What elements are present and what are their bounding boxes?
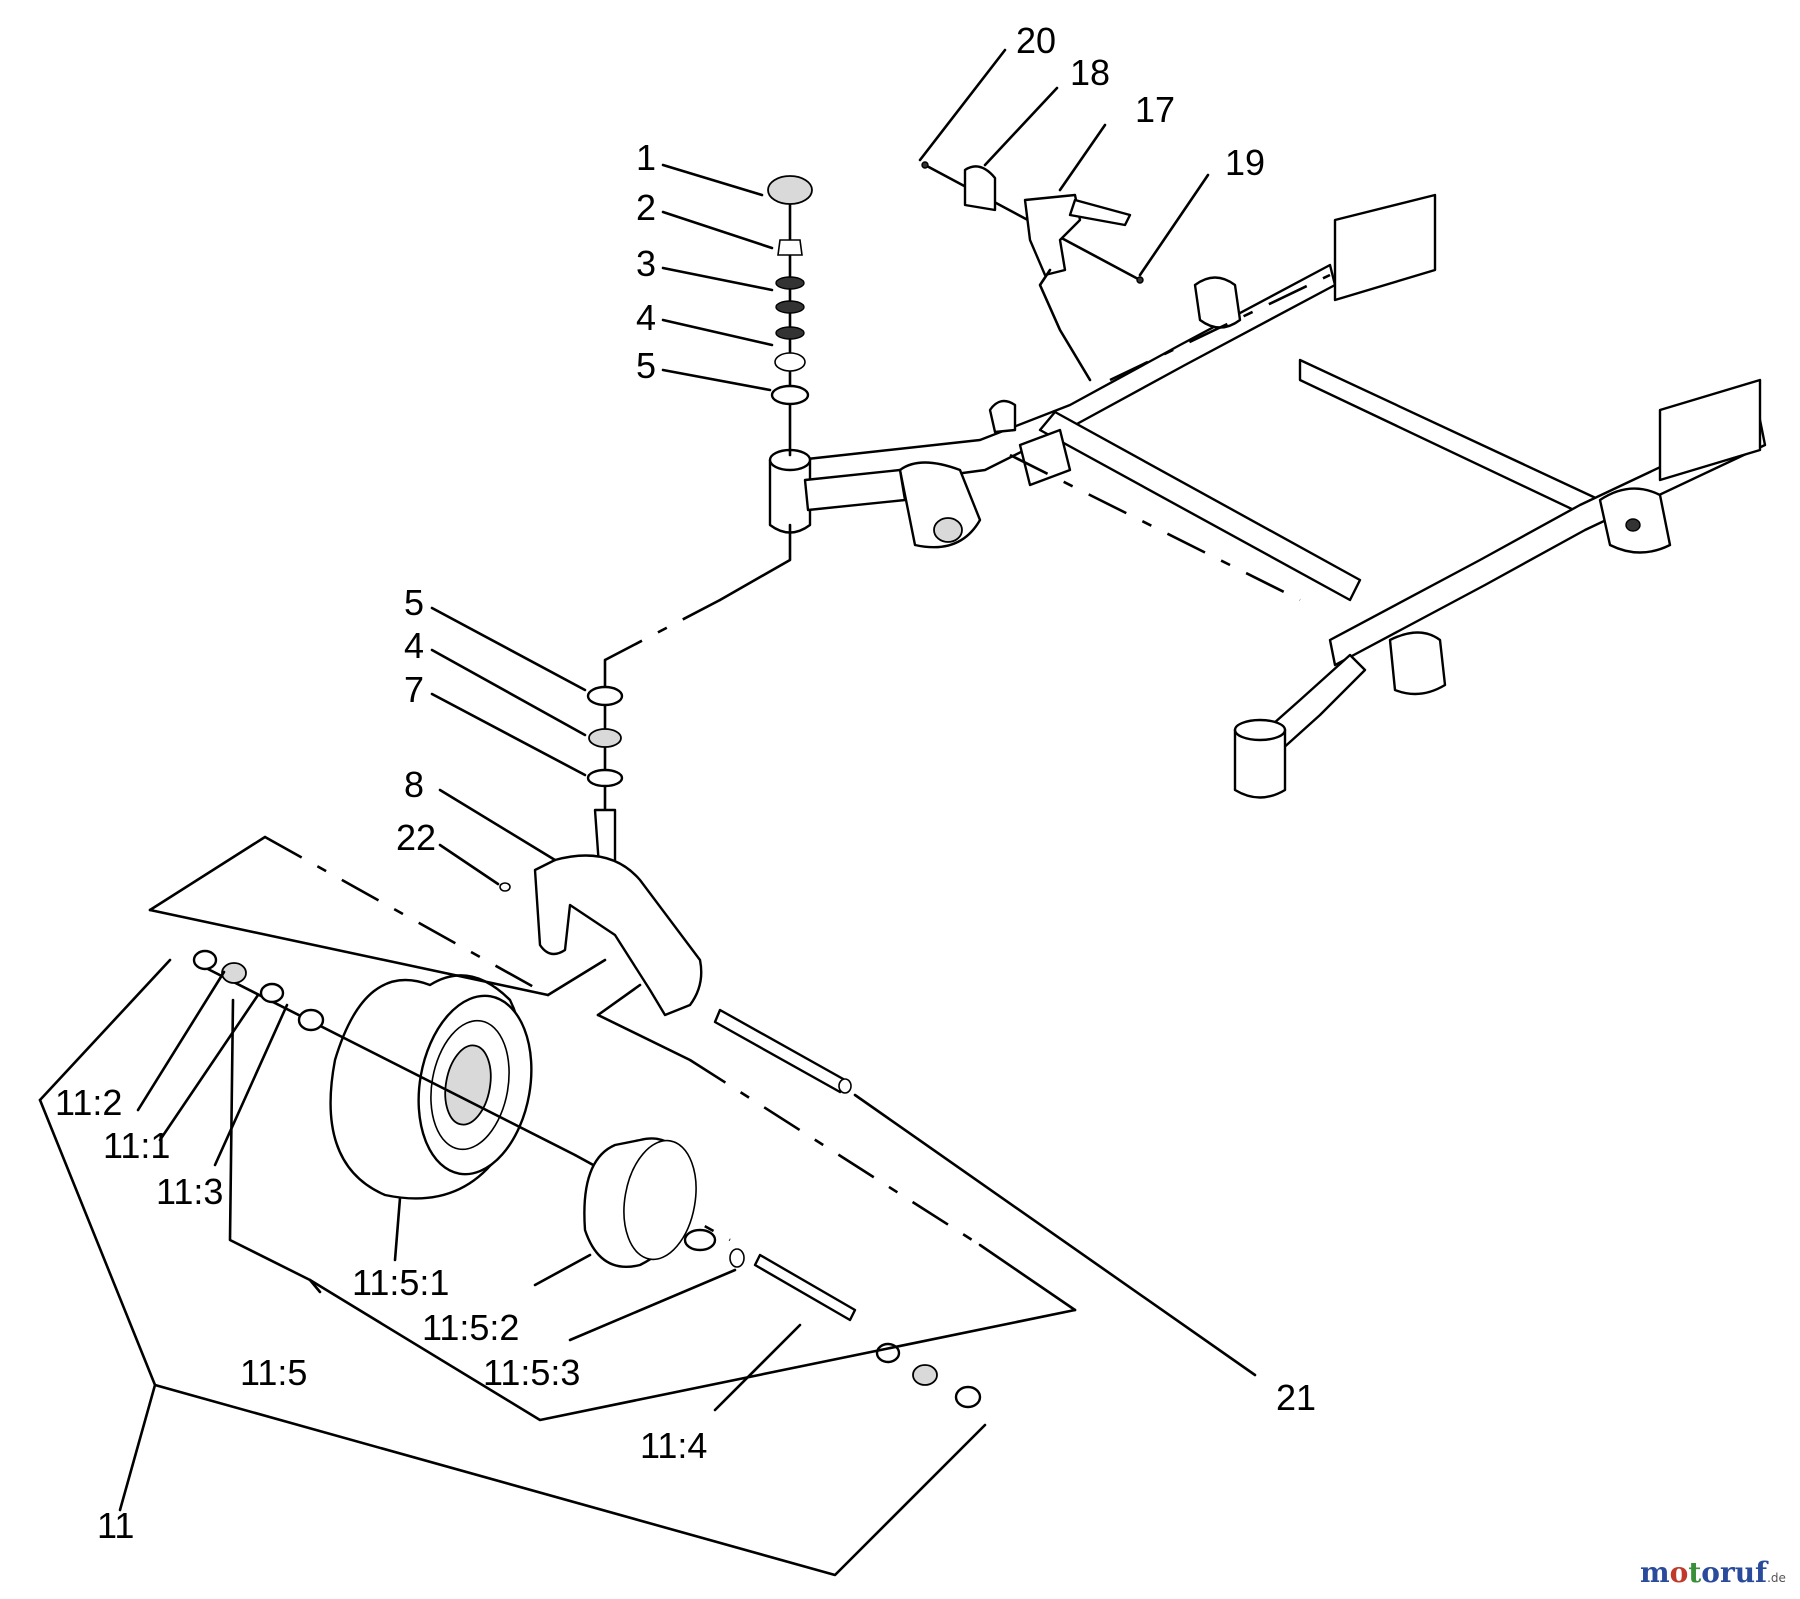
- callout-21: 21: [1276, 1377, 1316, 1418]
- callout-18: 18: [1070, 52, 1110, 93]
- callout-11-1: 11:1: [103, 1125, 170, 1166]
- callout-11-3: 11:3: [156, 1171, 223, 1212]
- callout-11-5-2: 11:5:2: [422, 1307, 519, 1348]
- callout-labels: 1 2 3 4 5 5 4 7 8 22 20 18 17 19 21 11:2…: [55, 20, 1316, 1546]
- callout-11-5-3: 11:5:3: [483, 1352, 580, 1393]
- callout-11-4: 11:4: [640, 1425, 707, 1466]
- caster-wheel: [192, 949, 982, 1409]
- callout-4-top: 4: [636, 297, 656, 338]
- callout-11-5-1: 11:5:1: [352, 1262, 449, 1303]
- callout-1: 1: [636, 137, 656, 178]
- caster-fork-assembly: [499, 685, 852, 1094]
- callout-5-top: 5: [636, 345, 656, 386]
- linkage-hardware: [921, 161, 1144, 382]
- callout-19: 19: [1225, 142, 1265, 183]
- callout-2: 2: [636, 187, 656, 228]
- watermark-logo: motoruf.de: [1640, 1556, 1786, 1589]
- callout-4-low: 4: [404, 625, 424, 666]
- svg-text:motoruf.de: motoruf.de: [1640, 1556, 1786, 1589]
- callout-20: 20: [1016, 20, 1056, 61]
- callout-7: 7: [404, 669, 424, 710]
- callout-11-5: 11:5: [240, 1352, 307, 1393]
- callout-5-low: 5: [404, 582, 424, 623]
- mower-frame: [768, 193, 1767, 799]
- callout-11-2: 11:2: [55, 1082, 122, 1123]
- callout-17: 17: [1135, 89, 1175, 130]
- callout-8: 8: [404, 764, 424, 805]
- callout-11: 11: [97, 1505, 134, 1546]
- leader-lines: [38, 48, 1257, 1577]
- callout-22: 22: [396, 817, 436, 858]
- upper-caster-hardware: [603, 175, 813, 702]
- callout-3: 3: [636, 243, 656, 284]
